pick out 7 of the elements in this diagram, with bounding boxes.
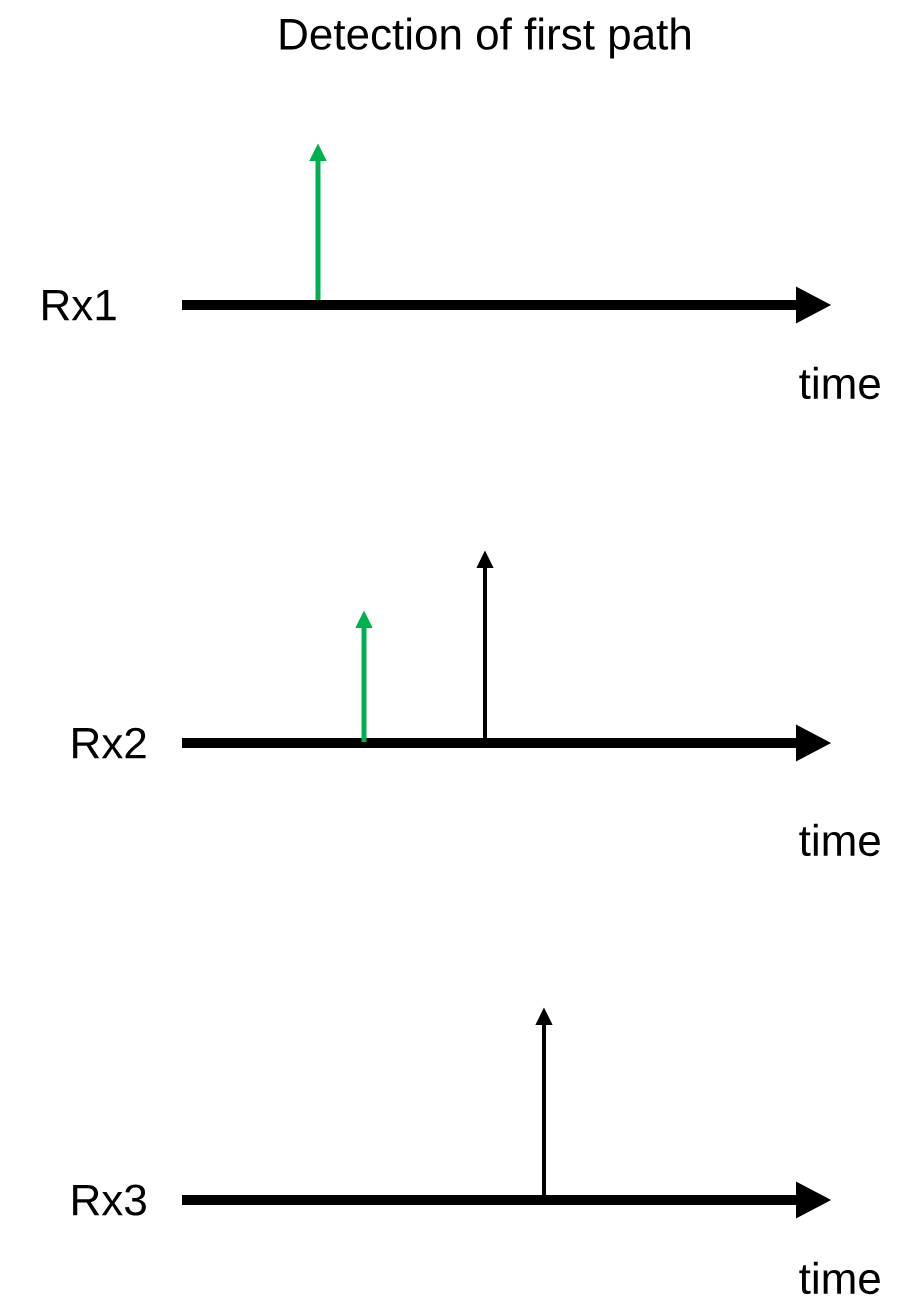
axis-label: time	[799, 1261, 880, 1295]
row-label: Rx1	[43, 289, 116, 321]
row-label: Rx2	[73, 727, 146, 759]
title: Detection of first path	[280, 17, 690, 59]
row-label: Rx3	[73, 1184, 146, 1216]
axis-label: time	[799, 366, 880, 400]
axis-label: time	[799, 823, 880, 857]
